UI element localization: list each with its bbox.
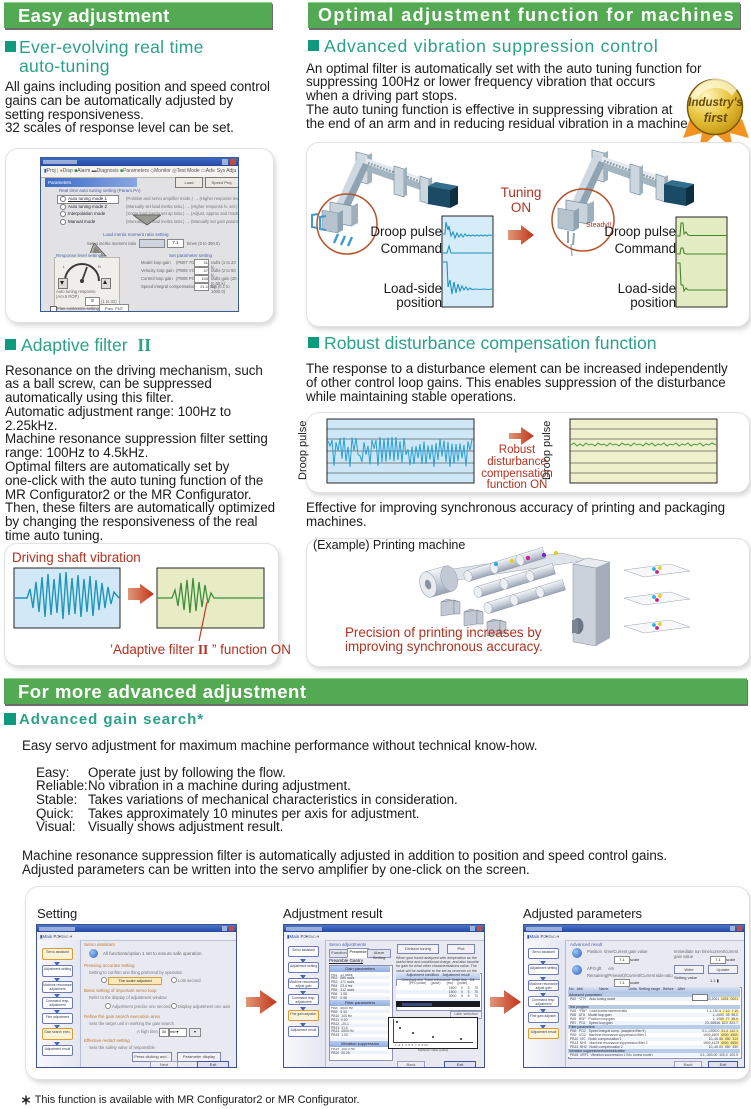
svg-text:H: H <box>98 265 101 269</box>
svg-text:L: L <box>63 265 65 269</box>
svg-text:Industry's: Industry's <box>688 97 743 109</box>
svg-text:first: first <box>704 111 728 125</box>
